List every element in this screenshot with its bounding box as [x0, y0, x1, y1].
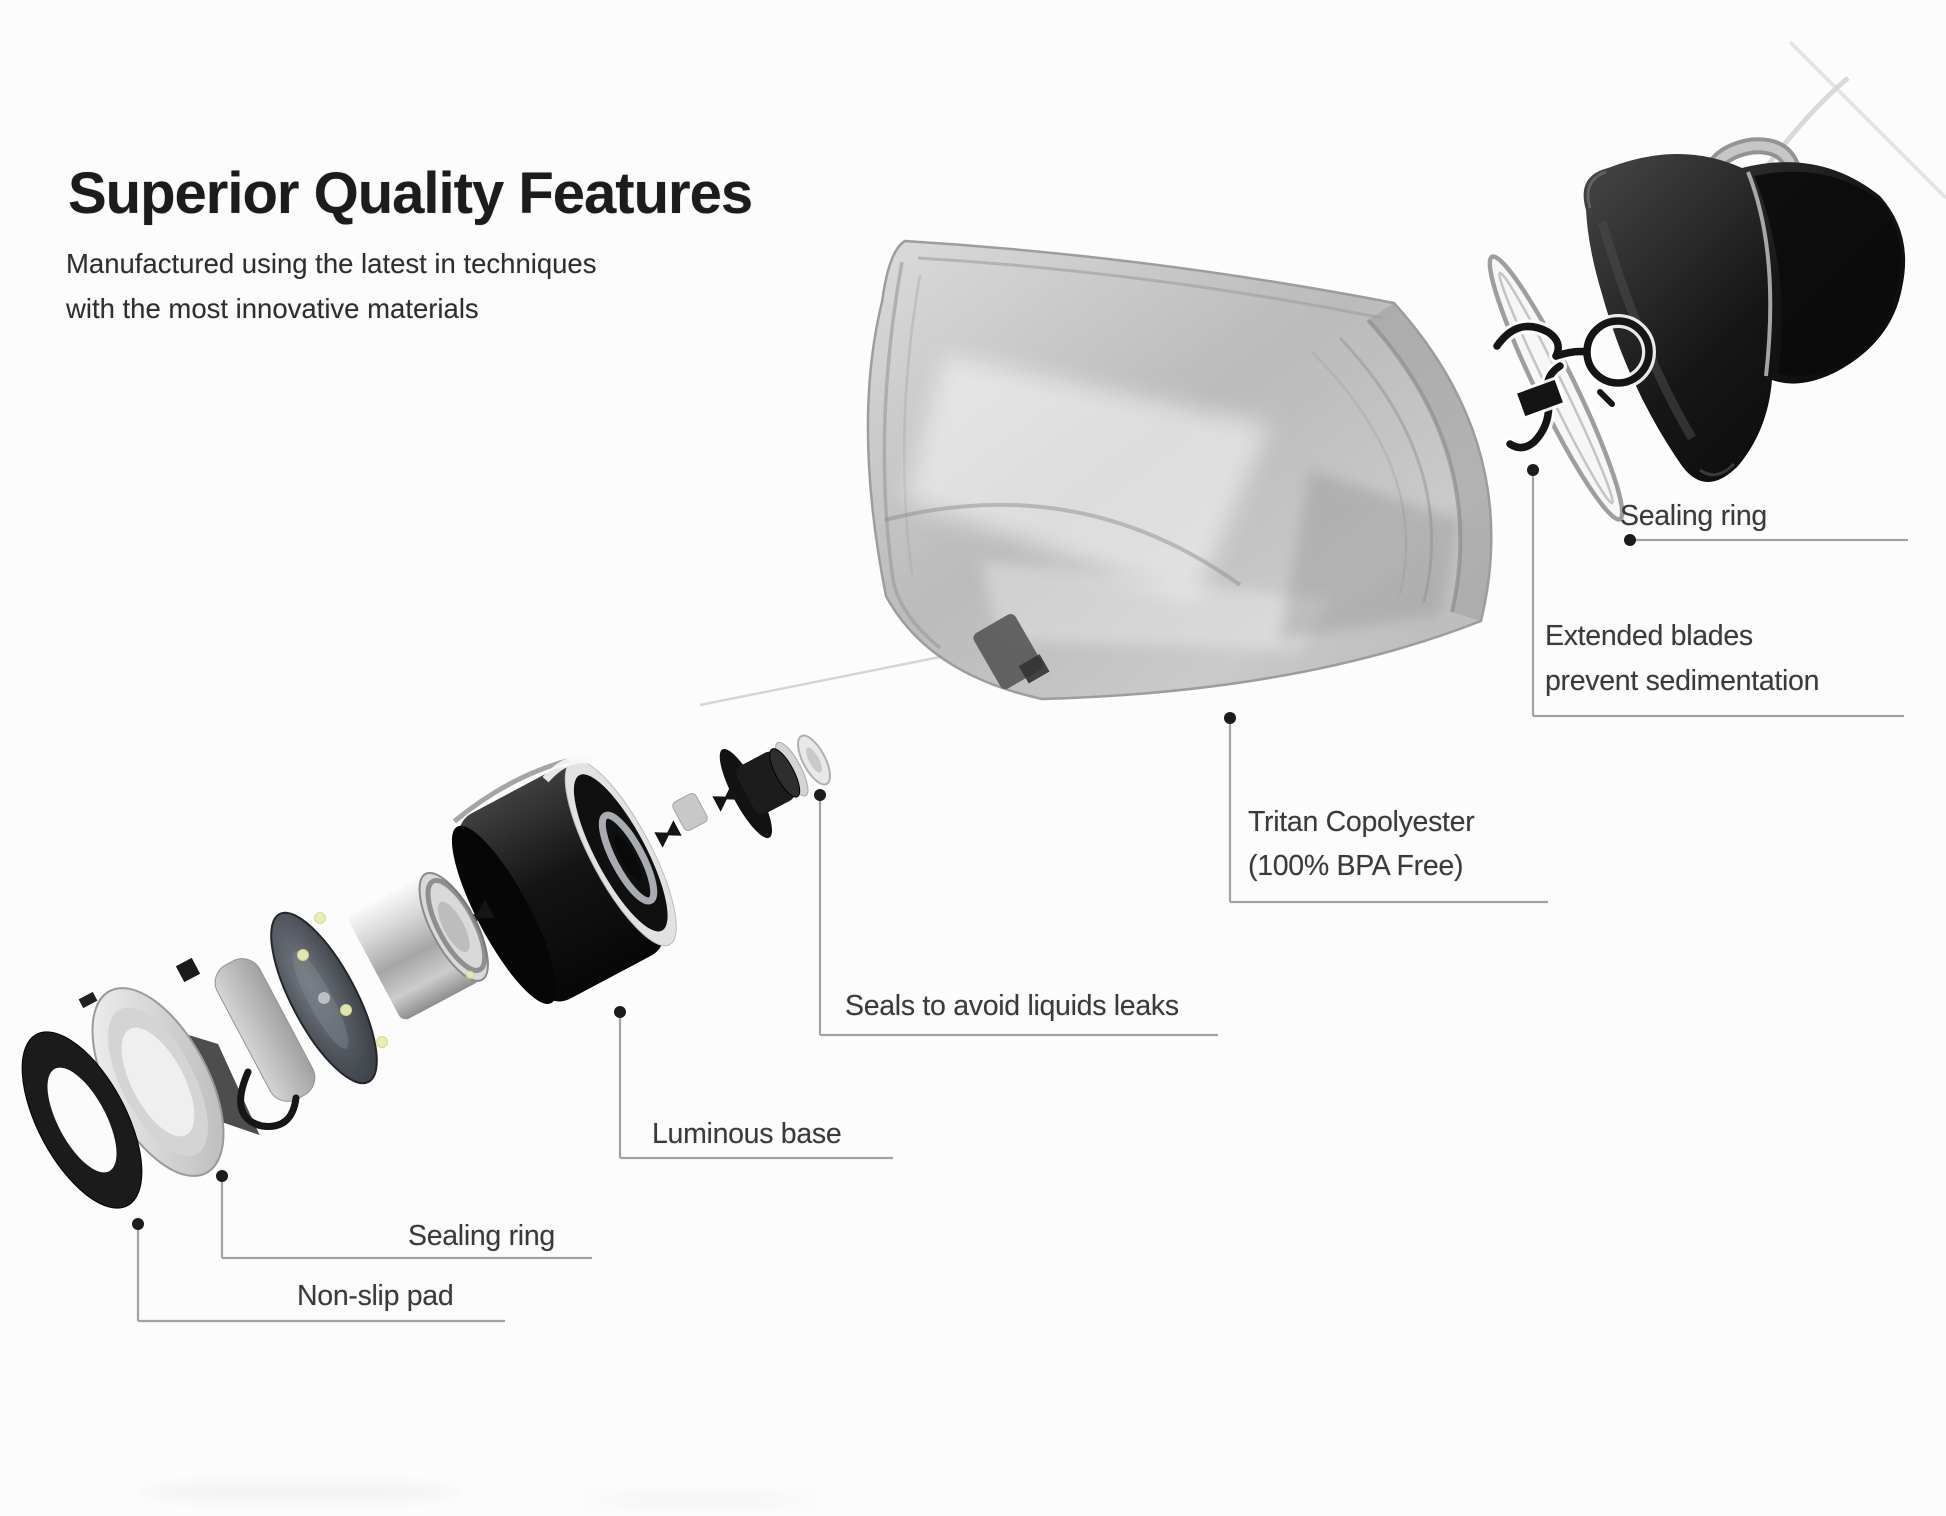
lid: [1583, 40, 1946, 482]
screw-bit: [78, 991, 98, 1009]
extended-blades-part: [1490, 314, 1656, 455]
callout-label-seals: Seals to avoid liquids leaks: [845, 990, 1179, 1022]
callout-extended-blades-dot: [1527, 464, 1539, 476]
coupling-clip: [712, 784, 740, 812]
callout-luminous-base-line: [618, 1012, 893, 1160]
callout-label-sealing-ring-top: Sealing ring: [1620, 500, 1767, 532]
coupling-clip: [654, 820, 682, 848]
callout-lines: [136, 470, 1908, 1323]
subtitle-line-2: with the most innovative materials: [66, 293, 479, 324]
bottle-sticker: [973, 614, 1050, 690]
page-subtitle: Manufactured using the latest in techniq…: [66, 241, 968, 331]
tritan-line-1: Tritan Copolyester: [1248, 806, 1475, 838]
callout-non-slip-pad-line: [136, 1224, 505, 1323]
callout-label-tritan: Tritan Copolyester (100% BPA Free): [1248, 800, 1475, 888]
callout-sealing-ring-top-dot: [1624, 534, 1636, 546]
callout-seals-line: [818, 795, 1218, 1037]
gasket-pad: [214, 958, 316, 1102]
extended-blades-line-2: prevent sedimentation: [1545, 665, 1820, 697]
tritan-line-2: (100% BPA Free): [1248, 850, 1464, 882]
callout-label-non-slip-pad: Non-slip pad: [297, 1280, 454, 1312]
callout-tritan-line: [1228, 718, 1548, 904]
callout-label-extended-blades: Extended blades prevent sedimentation: [1545, 614, 1819, 704]
callout-sealing-ring-bottom-dot: [216, 1170, 228, 1182]
base-ring: [91, 987, 225, 1177]
wire-curl: [237, 1068, 300, 1130]
smudge: [580, 1493, 820, 1507]
subtitle-line-1: Manufactured using the latest in techniq…: [66, 248, 597, 279]
header: Superior Quality Features Manufactured u…: [66, 160, 968, 331]
callout-dots: [132, 464, 1636, 1230]
callout-extended-blades-line: [1531, 470, 1904, 718]
extended-blades-line-1: Extended blades: [1545, 620, 1753, 652]
lid-flip-spout: [1754, 171, 1901, 376]
seal-flange: [719, 741, 809, 839]
led-board: [270, 911, 475, 1085]
callout-label-sealing-ring-bottom: Sealing ring: [408, 1220, 555, 1252]
screw-bit: [175, 957, 201, 983]
luminous-base-housing: [451, 755, 677, 1004]
motor: [348, 871, 489, 1020]
callout-sealing-ring-bottom-line: [220, 1176, 592, 1260]
coupler-cube: [672, 793, 708, 831]
seal-washer: [797, 734, 831, 786]
callout-label-luminous-base: Luminous base: [652, 1118, 842, 1150]
page-title: Superior Quality Features: [68, 161, 753, 226]
smudge: [140, 1483, 460, 1501]
callout-tritan-dot: [1224, 712, 1236, 724]
callout-luminous-base-dot: [614, 1006, 626, 1018]
bottle-highlight: [905, 355, 1270, 600]
bottle-cup: [866, 239, 1493, 701]
non-slip-pad-part: [21, 1031, 143, 1209]
callout-non-slip-pad-dot: [132, 1218, 144, 1230]
callout-seals-dot: [814, 789, 826, 801]
